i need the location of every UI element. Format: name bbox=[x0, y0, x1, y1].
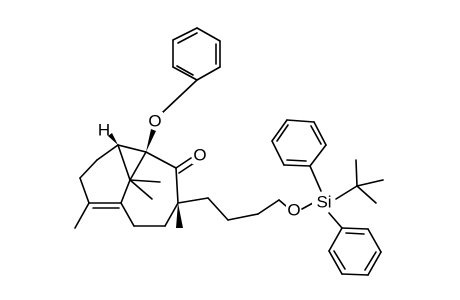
stereo-hydrogen-label: H bbox=[98, 121, 110, 140]
carbonyl-c8-bond bbox=[175, 167, 179, 204]
chain-bond-5 bbox=[278, 199, 287, 207]
c1-c10-bond bbox=[117, 144, 131, 181]
c10-c9-dash-bond bbox=[129, 151, 147, 181]
c8-methyl-wedge-bond bbox=[176, 203, 183, 228]
c2-c3-bond bbox=[79, 159, 98, 179]
upper-phenyl-ring bbox=[271, 119, 327, 167]
carbonyl-double-bond-b bbox=[178, 162, 195, 174]
c3-c4-bond bbox=[79, 177, 90, 204]
c9-oxygen-wedge-bond bbox=[146, 129, 156, 152]
benzyl-ch2-bond bbox=[179, 79, 198, 97]
c4-methyl-bond bbox=[74, 202, 90, 229]
chain-bond-2 bbox=[207, 197, 229, 221]
chain-bond-3 bbox=[227, 213, 259, 221]
c1-c2-bond bbox=[96, 144, 119, 161]
ketone-oxygen-label: O bbox=[193, 146, 206, 165]
tbutyl-methyl-b-bond bbox=[356, 179, 384, 187]
benzyl-phenyl-ring bbox=[172, 27, 221, 81]
c10-methyl-b-bond bbox=[129, 179, 153, 200]
c9-c1-bond bbox=[117, 144, 147, 153]
c9-carbonyl-bond bbox=[145, 151, 177, 169]
c5-c6-bond bbox=[120, 202, 135, 227]
c10-methyl-a-bond bbox=[129, 179, 161, 183]
si-tbutyl-bond bbox=[335, 185, 358, 200]
ether-oxygen-label: O bbox=[148, 112, 161, 131]
si-lower-phenyl-bond bbox=[328, 212, 343, 229]
tbutyl-methyl-c-bond bbox=[356, 185, 377, 204]
silicon-label: Si bbox=[316, 193, 331, 212]
ch2-oxygen-bond bbox=[161, 95, 181, 114]
tbutyl-methyl-a-bond bbox=[355, 159, 358, 187]
carbonyl-double-bond-a bbox=[175, 157, 192, 169]
chain-bond-4 bbox=[257, 199, 280, 215]
si-upper-phenyl-bond bbox=[309, 165, 322, 192]
lower-phenyl-ring bbox=[328, 227, 382, 276]
oxygen-silicon-bond bbox=[301, 202, 314, 210]
c7-c8-bond bbox=[164, 202, 179, 227]
c10-c5-bond bbox=[120, 179, 131, 204]
chain-bond-1 bbox=[177, 197, 209, 204]
silyl-ether-oxygen-label: O bbox=[287, 201, 300, 220]
c1-hydrogen-wedge-bond bbox=[108, 133, 118, 145]
